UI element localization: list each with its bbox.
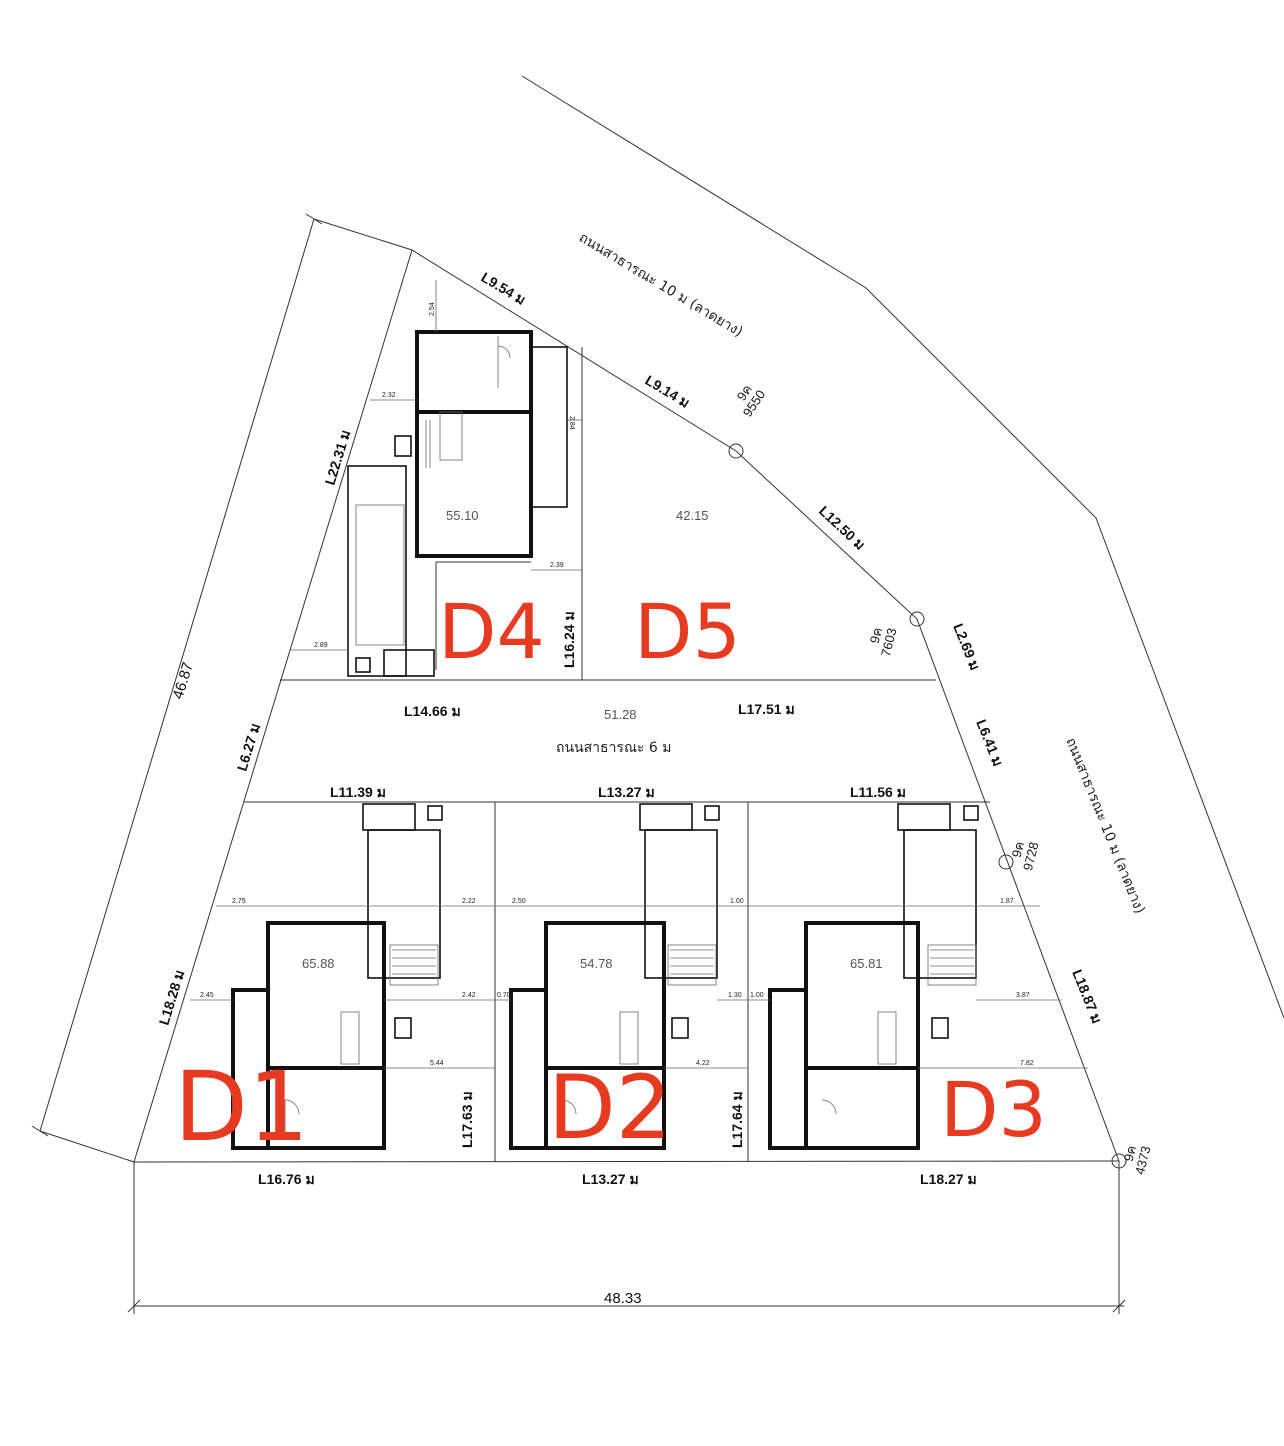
area-d3: 65.81 (850, 956, 883, 971)
setback-lines (190, 280, 1088, 1069)
d3-rear: L18.27 ม (920, 1171, 977, 1187)
marker-9728: 9ค 9728 (1009, 840, 1042, 872)
lot-label-d4: D4 (438, 587, 545, 676)
boundary-markers (728, 443, 1127, 1169)
d1-side: L17.63 ม (459, 1091, 475, 1148)
boundary-l269: L2.69 ม (950, 621, 983, 672)
bottom-dimension (127, 1161, 1126, 1314)
setback-130: 1.30 (728, 992, 742, 999)
setback-275: 2.75 (232, 898, 246, 905)
area-d2: 54.78 (580, 956, 613, 971)
area-road: 51.28 (604, 707, 637, 722)
setback-187: 1.87 (1000, 898, 1014, 905)
boundary-l954: L9.54 ม (478, 269, 528, 308)
setback-232: 2.32 (382, 392, 396, 399)
lot-label-d1: D1 (174, 1051, 309, 1163)
overall-width: 48.33 (604, 1290, 642, 1307)
boundary-l1887: L18.87 ม (1069, 967, 1105, 1026)
marker-4373: 9ค 4373 (1121, 1144, 1154, 1176)
setback-284: 2.84 (568, 416, 575, 430)
d2-rear: L13.27 ม (582, 1171, 639, 1187)
setback-254: 2.54 (429, 302, 436, 316)
setback-250: 2.50 (512, 898, 526, 905)
west-dimension (31, 213, 323, 1163)
road-label-north: ถนนสาธารณะ 10 ม (ลาดยาง) (576, 230, 746, 341)
road-label-east: ถนนสาธารณะ 10 ม (ลาดยาง) (1062, 736, 1147, 917)
setback-222: 2.22 (462, 898, 476, 905)
marker-9550: 9ค 9550 (734, 382, 769, 420)
boundary-l1828: L18.28 ม (156, 968, 188, 1027)
d3-front: L11.56 ม (850, 784, 906, 800)
setback-070: 0.70 (497, 992, 511, 999)
marker-7603: 9ค 7603 (867, 626, 900, 658)
setback-387: 3.87 (1016, 992, 1030, 999)
setback-245: 2.45 (200, 992, 214, 999)
overall-west: 46.87 (170, 660, 197, 701)
area-d1: 65.88 (302, 956, 335, 971)
setback-782: 7.82 (1020, 1060, 1034, 1067)
d2-front: L13.27 ม (598, 784, 655, 800)
road-edges (133, 75, 1284, 1163)
svg-text:9ค: 9ค (1009, 840, 1027, 859)
svg-text:9728: 9728 (1020, 840, 1042, 872)
setback-422: 4.22 (696, 1060, 710, 1067)
lot-label-d2: D2 (548, 1056, 672, 1159)
svg-text:9ค: 9ค (1121, 1144, 1139, 1163)
lot-lines (133, 249, 990, 1163)
setback-242: 2.42 (462, 992, 476, 999)
setback-239: 2.39 (550, 562, 564, 569)
setback-544: 5.44 (430, 1060, 444, 1067)
house-d3 (768, 803, 979, 1150)
svg-text:4373: 4373 (1132, 1144, 1154, 1176)
boundary-l914: L9.14 ม (642, 372, 692, 411)
setback-100a: 1.00 (730, 898, 744, 905)
d4-side: L16.24 ม (561, 611, 577, 668)
d4-front: L14.66 ม (404, 703, 461, 719)
svg-text:9ค: 9ค (867, 626, 885, 645)
lot-label-d3: D3 (940, 1065, 1047, 1154)
d1-front: L11.39 ม (330, 784, 386, 800)
house-d4 (347, 330, 568, 677)
svg-text:9ค: 9ค (734, 382, 755, 404)
road-label-internal: ถนนสาธารณะ 6 ม (556, 740, 672, 756)
area-d5: 42.15 (676, 508, 709, 523)
d2-side: L17.64 ม (729, 1091, 745, 1148)
area-d4: 55.10 (446, 508, 479, 523)
boundary-l1250: L12.50 ม (816, 502, 868, 552)
d5-front: L17.51 ม (738, 701, 795, 717)
lot-label-d5: D5 (634, 587, 741, 676)
boundary-l627: L6.27 ม (234, 721, 264, 772)
svg-text:7603: 7603 (878, 626, 900, 658)
setback-100b: 1.00 (750, 992, 764, 999)
boundary-l641: L6.41 ม (973, 717, 1006, 768)
setback-289: 2.89 (314, 642, 328, 649)
d1-rear: L16.76 ม (258, 1171, 315, 1187)
